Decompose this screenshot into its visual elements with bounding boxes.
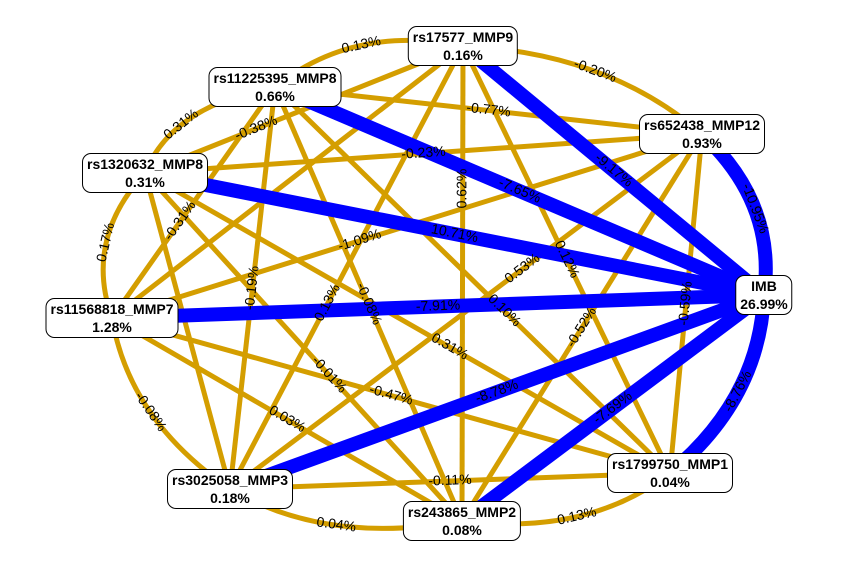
node-value: 0.08%	[442, 522, 482, 538]
node-value: 0.66%	[255, 88, 295, 104]
node-name: rs1320632_MMP8	[87, 156, 203, 172]
edge-label: -0.59%	[675, 281, 695, 327]
node-value: 0.31%	[125, 174, 165, 190]
edge-label: -1.09%	[336, 225, 383, 253]
node-value: 0.16%	[443, 47, 483, 63]
node-name: rs1799750_MMP1	[612, 456, 728, 472]
edge-label: -8.78%	[473, 376, 520, 406]
edge-label: -0.52%	[562, 304, 599, 350]
edge-label: -0.31%	[160, 197, 199, 242]
node-name: rs17577_MMP9	[412, 29, 514, 45]
edge-mmp8a-mmp7	[109, 85, 278, 320]
edge-label: 10.71%	[430, 220, 480, 245]
node-name: rs3025058_MMP3	[172, 472, 288, 488]
node-value: 26.99%	[740, 296, 788, 312]
edge-label: 0.31%	[429, 329, 471, 363]
edge-label: -0.77%	[466, 99, 512, 120]
edge-label: 0.31%	[160, 105, 201, 142]
edge-label: 0.03%	[266, 401, 308, 435]
node-name: IMB	[751, 278, 777, 294]
edge-label: 0.13%	[340, 32, 382, 56]
edge-mmp8a-mmp1	[273, 85, 672, 475]
edge-mmp7-mmp2	[110, 315, 464, 524]
edge-label: -7.69%	[590, 387, 635, 426]
edge-label: -7.65%	[496, 174, 543, 206]
edge-mmp8b-mmp2	[143, 171, 464, 523]
node-value: 0.04%	[650, 474, 690, 490]
node-name: rs11568818_MMP7	[50, 301, 174, 317]
edge-label: -0.08%	[132, 388, 170, 434]
edge-mmp7-imb	[111, 288, 765, 325]
edge-label: -0.20%	[572, 55, 619, 85]
edge-label: -0.11%	[428, 471, 472, 489]
edge-label: 0.04%	[316, 513, 358, 534]
edge-label: -0.23%	[401, 143, 446, 162]
edge-label: -0.19%	[241, 265, 262, 311]
node-value: 0.93%	[682, 135, 722, 151]
edge-mmp9-mmp3	[227, 44, 466, 491]
node-mmp12[interactable]: rs652438_MMP12 0.93%	[639, 114, 765, 154]
edge-mmp8a-imb	[272, 80, 767, 302]
node-value: 0.18%	[210, 490, 250, 506]
edge-mmp8b-mmp3	[142, 172, 233, 490]
node-value: 1.28%	[92, 319, 132, 335]
edge-label: 0.17%	[93, 221, 117, 263]
node-name: rs652438_MMP12	[644, 117, 760, 133]
node-mmp8a[interactable]: rs11225395_MMP8 0.66%	[208, 67, 342, 107]
node-name: rs243865_MMP2	[407, 504, 517, 520]
edge-label: 0.13%	[310, 281, 343, 324]
node-mmp7[interactable]: rs11568818_MMP7 1.28%	[45, 298, 179, 338]
node-mmp8b[interactable]: rs1320632_MMP8 0.31%	[82, 153, 208, 193]
edge-mmp9-imb	[458, 40, 769, 301]
edge-label: -7.91%	[416, 296, 461, 314]
edge-label: -0.47%	[368, 381, 415, 408]
edge-label: 0.62%	[453, 169, 469, 209]
edge-mmp2-imb	[457, 289, 769, 527]
node-mmp2[interactable]: rs243865_MMP2 0.08%	[402, 501, 522, 541]
edge-mmp8b-imb	[143, 166, 766, 302]
node-name: rs11225395_MMP8	[213, 70, 337, 86]
edge-mmp9-mmp7	[110, 44, 465, 320]
node-mmp1[interactable]: rs1799750_MMP1 0.04%	[607, 453, 733, 493]
node-mmp3[interactable]: rs3025058_MMP3 0.18%	[167, 469, 293, 509]
edge-mmp8b-mmp1	[143, 170, 672, 476]
edge-label: 0.53%	[501, 250, 542, 287]
node-mmp9[interactable]: rs17577_MMP9 0.16%	[407, 26, 519, 66]
edge-mmp9-mmp2	[459, 45, 466, 522]
edge-mmp12-mmp2	[459, 132, 705, 523]
edge-label: 0.13%	[556, 503, 598, 528]
edge-mmp3-imb	[227, 288, 767, 496]
edge-label: -10.95%	[739, 181, 773, 235]
edge-label: -8.76%	[720, 368, 755, 415]
node-imb[interactable]: IMB 26.99%	[735, 275, 793, 315]
